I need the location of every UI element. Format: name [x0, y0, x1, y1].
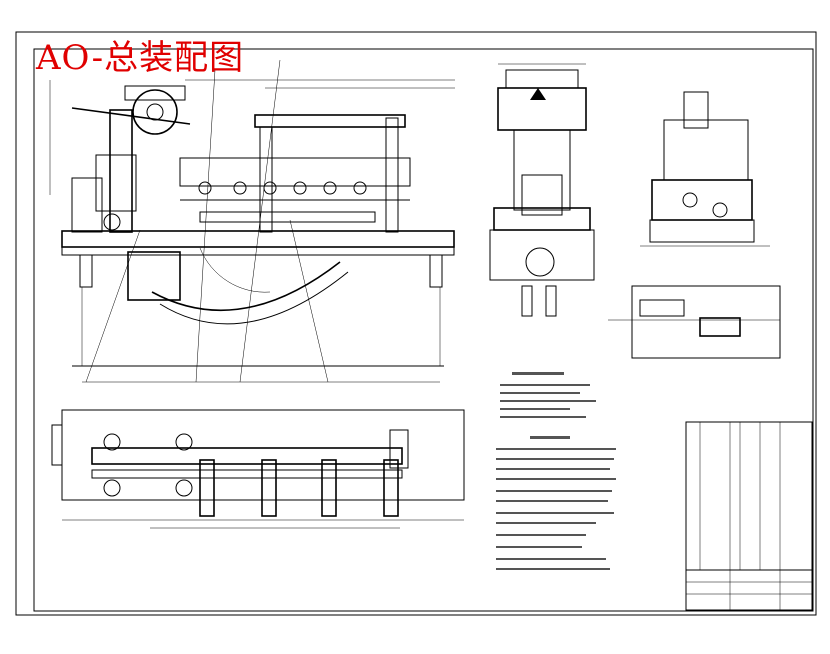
notes-heading-2: [530, 436, 570, 439]
notes-line-12: [496, 512, 614, 514]
side-spindle: [525, 247, 555, 277]
top-leg-3: [321, 459, 337, 517]
top-wheel-4: [175, 479, 193, 497]
right-hole-1: [682, 192, 698, 208]
side-clamp-left: [521, 285, 533, 317]
notes-line-14: [496, 534, 586, 536]
inner-frame: [33, 48, 814, 612]
top-leg-4: [383, 459, 399, 517]
front-carriage: [179, 157, 411, 187]
front-base-lower: [61, 246, 455, 256]
notes-line-16: [496, 558, 606, 560]
notes-line-11: [496, 500, 608, 502]
top-outline: [61, 409, 465, 501]
notes-line-4: [500, 408, 570, 410]
notes-line-17: [496, 568, 610, 570]
notes-line-7: [496, 458, 614, 460]
right-body: [663, 119, 749, 181]
top-main-rail: [91, 447, 403, 465]
front-pulley: [103, 213, 121, 231]
tech-notes: [496, 372, 616, 570]
leader-line-4: [289, 219, 329, 383]
front-column-left: [109, 109, 133, 233]
front-view: [49, 59, 455, 383]
side-core: [521, 174, 563, 216]
front-foot-left: [79, 254, 93, 288]
notes-heading-1: [512, 372, 564, 375]
detail-frame: [631, 285, 781, 359]
front-swing-arc-outer: [151, 261, 341, 312]
front-top-bracket: [124, 85, 186, 101]
right-lower: [651, 179, 753, 221]
front-gripper-4: [293, 181, 307, 195]
front-gripper-5: [323, 181, 337, 195]
front-crank-wheel: [132, 89, 178, 135]
notes-line-5: [500, 416, 586, 418]
drawing-title: AO-总装配图: [36, 38, 245, 78]
leader-line-2: [195, 69, 216, 383]
notes-line-6: [496, 448, 616, 450]
top-wheel-1: [103, 433, 121, 451]
front-swing-arc-inner: [159, 271, 349, 325]
side-marker: [530, 88, 546, 100]
leader-line-3: [239, 59, 281, 383]
notes-line-9: [496, 478, 616, 480]
title-block: [685, 569, 813, 611]
front-upright-1: [259, 126, 273, 233]
side-base-plate: [493, 207, 591, 231]
parts-list: [685, 421, 813, 571]
right-view: [640, 91, 770, 247]
top-leg-1: [199, 459, 215, 517]
top-view: [51, 409, 465, 529]
notes-line-2: [500, 392, 580, 394]
side-view: [489, 63, 595, 317]
right-base: [649, 219, 755, 243]
side-column: [513, 129, 571, 211]
front-gripper-2: [233, 181, 247, 195]
front-gripper-1: [198, 181, 212, 195]
notes-line-10: [496, 490, 612, 492]
front-lever-arm: [71, 107, 191, 125]
front-gripper-6: [353, 181, 367, 195]
side-top-cap: [505, 69, 579, 89]
notes-line-13: [496, 522, 596, 524]
front-cylinder: [199, 211, 376, 223]
notes-line-1: [500, 384, 590, 386]
top-wheel-2: [103, 479, 121, 497]
right-top: [683, 91, 709, 129]
right-hole-2: [712, 202, 728, 218]
top-right-block: [389, 429, 409, 469]
detail-view: [608, 285, 781, 359]
front-foot-right: [429, 254, 443, 288]
top-second-rail: [91, 469, 403, 479]
front-arc-guide: [199, 247, 271, 293]
front-upper-beam: [254, 114, 406, 128]
front-upright-2: [385, 117, 399, 233]
notes-line-8: [496, 468, 610, 470]
outer-frame: [15, 31, 817, 616]
top-leg-2: [261, 459, 277, 517]
notes-line-3: [500, 400, 596, 402]
notes-line-15: [496, 546, 582, 548]
leader-line-1: [85, 229, 141, 383]
side-lower-body: [489, 229, 595, 281]
detail-part-2: [699, 317, 741, 337]
title-block-frame: [685, 569, 813, 611]
front-crank-hub: [146, 103, 164, 121]
parts-table: [685, 421, 813, 571]
detail-part-1: [639, 299, 685, 317]
front-column-housing: [95, 154, 137, 212]
top-wheel-3: [175, 433, 193, 451]
front-left-box: [71, 177, 103, 233]
front-motor: [127, 251, 181, 301]
top-left-cap: [51, 424, 63, 466]
front-gripper-3: [263, 181, 277, 195]
side-clamp-right: [545, 285, 557, 317]
